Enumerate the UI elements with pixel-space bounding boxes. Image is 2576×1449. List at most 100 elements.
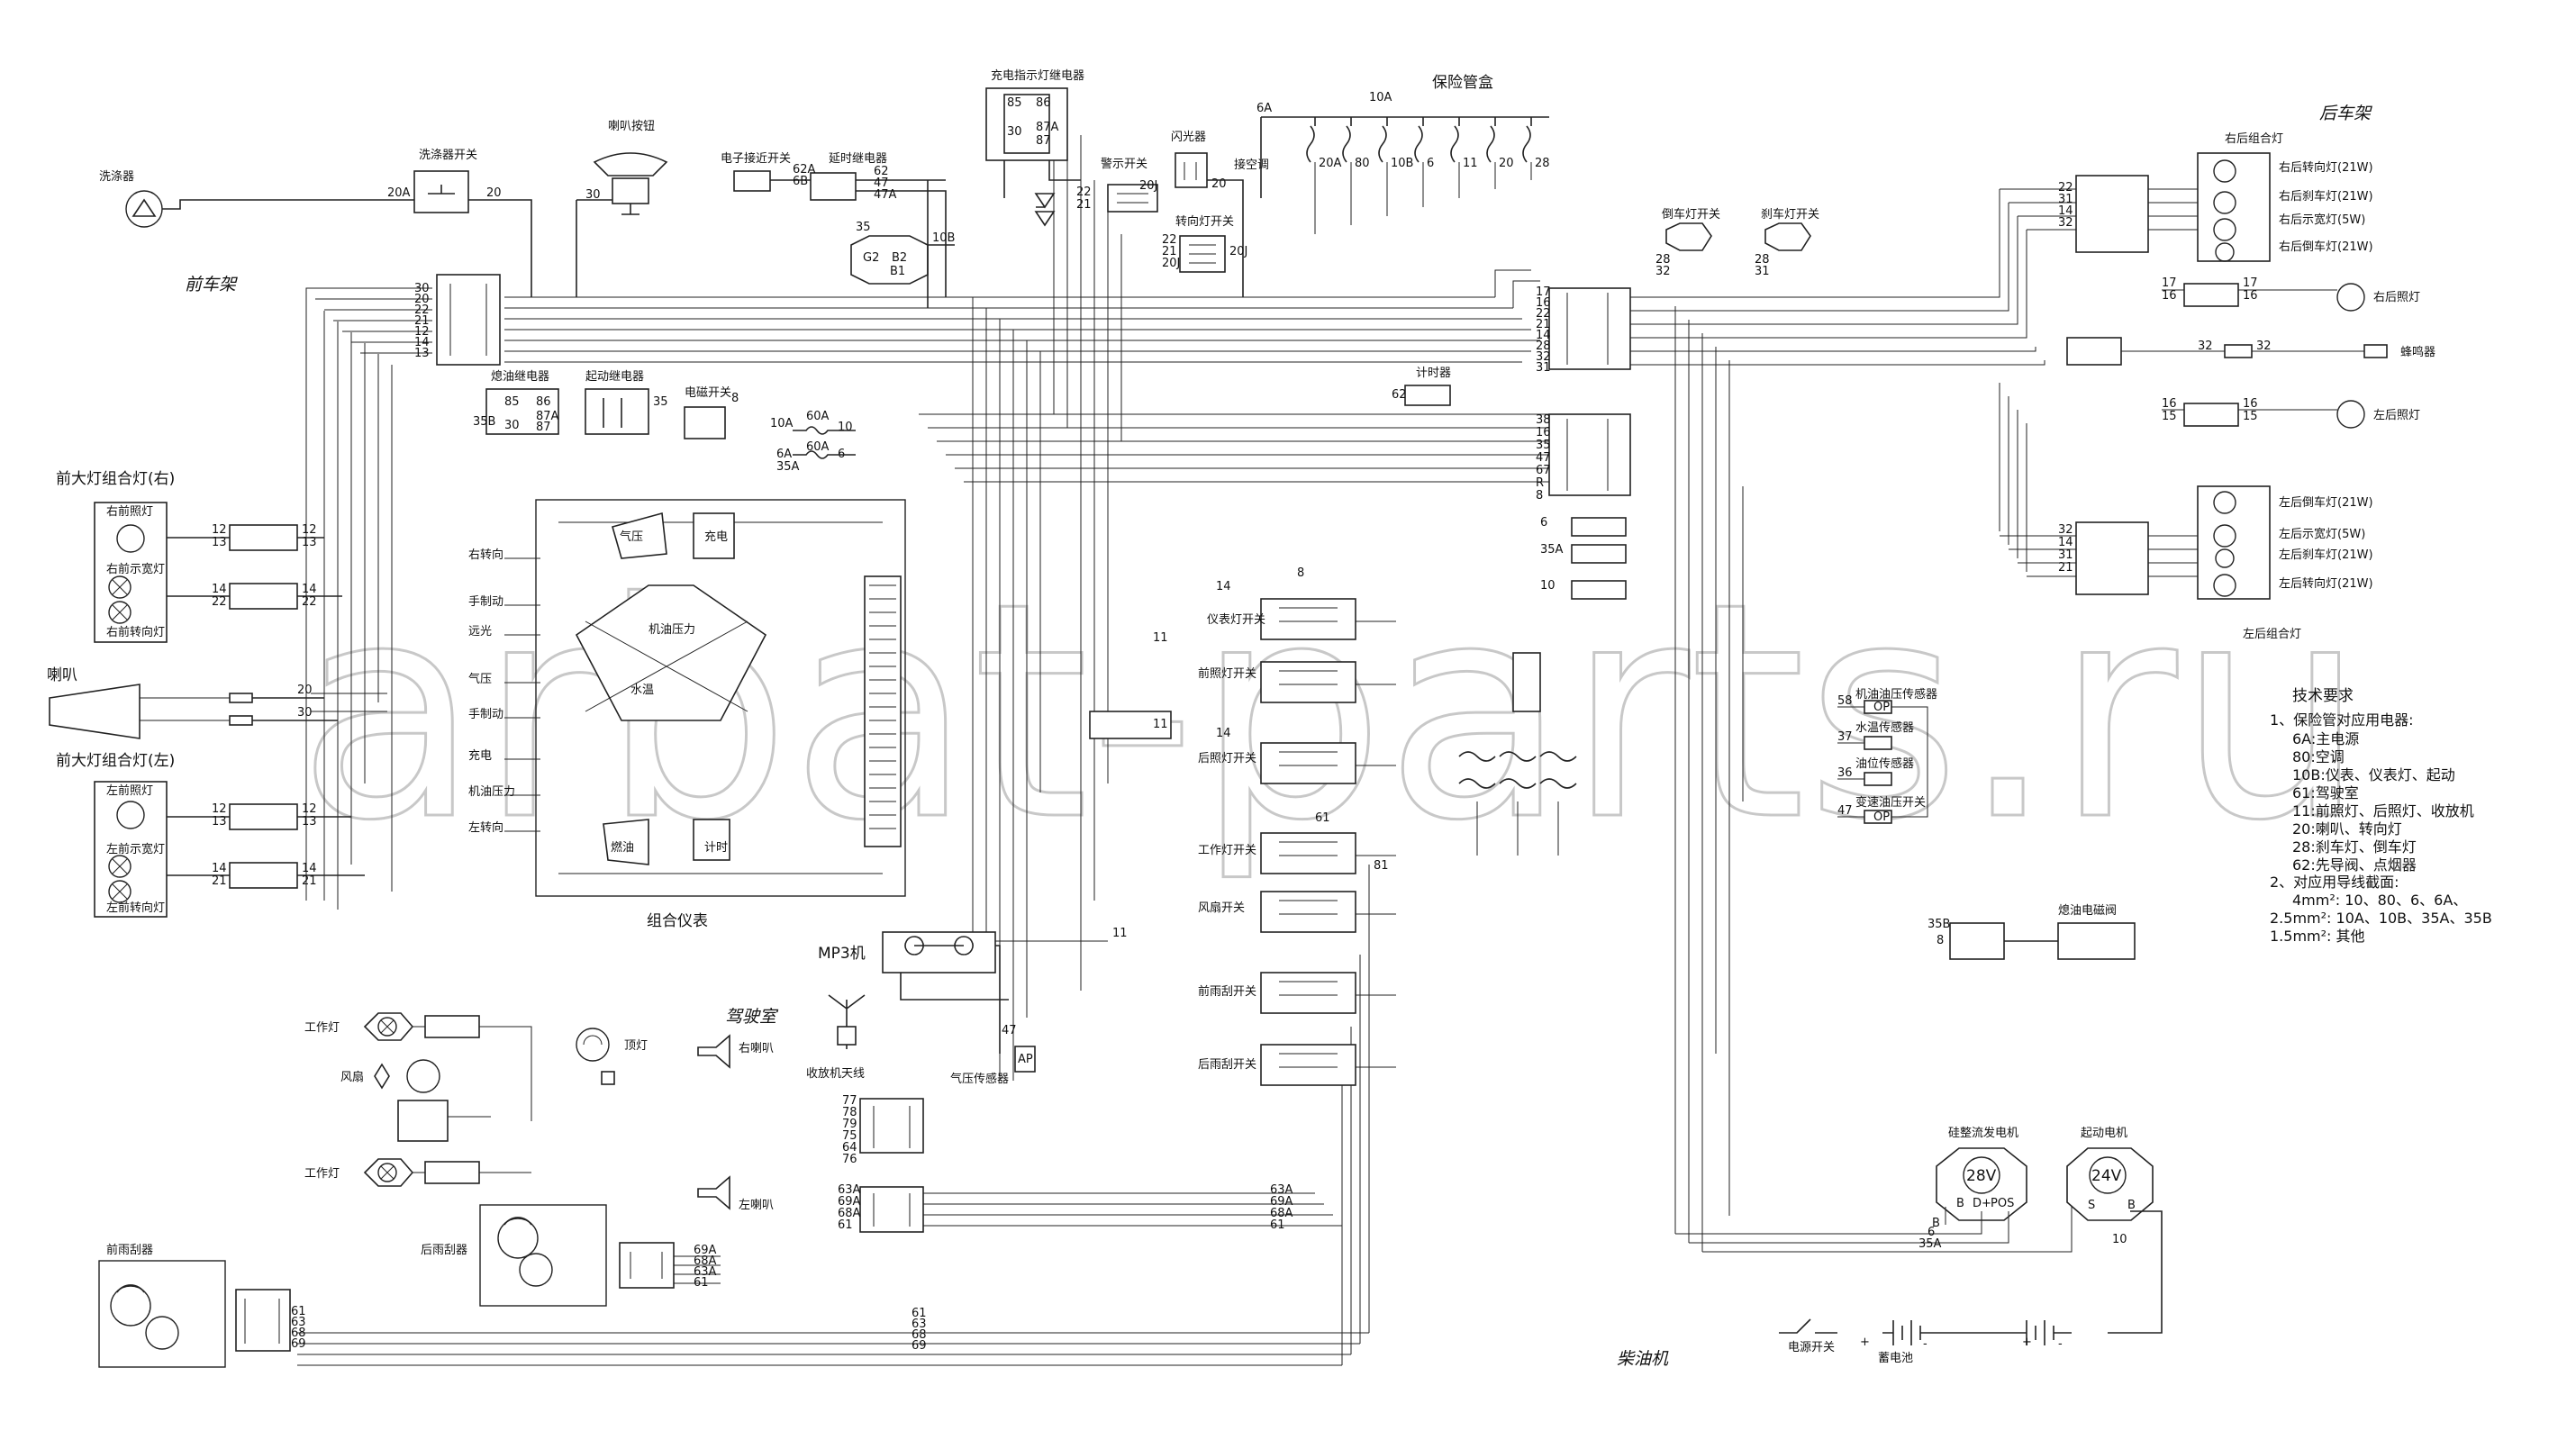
svg-text:30: 30 bbox=[504, 419, 520, 432]
svg-text:6: 6 bbox=[1540, 516, 1547, 530]
svg-text:69A: 69A bbox=[1270, 1195, 1293, 1209]
svg-text:14: 14 bbox=[2058, 536, 2073, 549]
lamp-icon bbox=[2336, 400, 2365, 429]
svg-text:13: 13 bbox=[414, 347, 430, 360]
front-light-switch[interactable] bbox=[1260, 661, 1356, 703]
svg-text:79: 79 bbox=[842, 1118, 857, 1131]
section-cab: 驾驶室 bbox=[725, 1007, 779, 1027]
svg-text:油位传感器: 油位传感器 bbox=[1855, 756, 1914, 771]
air-pressure-sensor: AP 气压传感器 47 bbox=[950, 1024, 1036, 1086]
svg-text:前雨刮器: 前雨刮器 bbox=[106, 1243, 153, 1257]
svg-text:14: 14 bbox=[302, 862, 317, 875]
solenoid-switch[interactable]: 电磁开关 8 bbox=[684, 386, 739, 439]
engine-wires bbox=[1693, 1207, 2009, 1244]
svg-text:充电: 充电 bbox=[468, 748, 492, 763]
dome-light[interactable]: 顶灯 bbox=[576, 1028, 648, 1085]
electronic-proximity-switch[interactable]: 电子接近开关 bbox=[721, 151, 811, 192]
washer-switch[interactable]: 洗涤器开关 20A 20 bbox=[387, 149, 532, 297]
svg-text:78: 78 bbox=[842, 1106, 857, 1119]
horn-button[interactable]: 喇叭按钮 30 bbox=[576, 120, 668, 297]
svg-text:22: 22 bbox=[414, 303, 430, 317]
svg-text:62: 62 bbox=[1392, 388, 1407, 402]
svg-text:35: 35 bbox=[1536, 439, 1551, 452]
svg-text:喇叭: 喇叭 bbox=[47, 666, 77, 684]
technical-notes: 技术要求 1、保险管对应用电器: 6A:主电源 80:空调 10B:仪表、仪表灯… bbox=[2270, 687, 2492, 945]
svg-text:8: 8 bbox=[1536, 489, 1543, 503]
front-wiper-motor: 前雨刮器 61 63 68 69 61 63 68 69 bbox=[98, 1243, 927, 1368]
svg-text:61: 61 bbox=[291, 1305, 306, 1318]
svg-text:68: 68 bbox=[912, 1328, 927, 1342]
mp3-player[interactable]: MP3机 11 bbox=[818, 927, 1128, 1054]
svg-text:10B: 10B bbox=[932, 231, 955, 245]
fan-switch[interactable] bbox=[1260, 891, 1356, 933]
rear-light-switch[interactable] bbox=[1260, 742, 1356, 784]
svg-text:15: 15 bbox=[2162, 410, 2177, 423]
svg-text:-: - bbox=[1923, 1337, 1927, 1351]
svg-text:右后刹车灯(21W): 右后刹车灯(21W) bbox=[2279, 189, 2373, 204]
lamp-icon bbox=[2213, 524, 2236, 548]
svg-text:35A: 35A bbox=[776, 460, 800, 474]
svg-text:17: 17 bbox=[2243, 276, 2258, 290]
svg-text:后雨刮器: 后雨刮器 bbox=[421, 1244, 467, 1257]
svg-text:OP: OP bbox=[1873, 701, 1890, 714]
meter-light-switch[interactable] bbox=[1260, 598, 1356, 640]
svg-text:12: 12 bbox=[212, 802, 227, 816]
svg-text:13: 13 bbox=[212, 536, 227, 549]
svg-text:35B: 35B bbox=[1927, 918, 1950, 931]
work-light-switch[interactable] bbox=[1260, 832, 1356, 874]
svg-text:28:刹车灯、倒车灯: 28:刹车灯、倒车灯 bbox=[2292, 838, 2417, 856]
svg-text:1、保险管对应用电器:: 1、保险管对应用电器: bbox=[2270, 711, 2414, 729]
lamp-icon bbox=[2215, 242, 2235, 262]
svg-text:47: 47 bbox=[1002, 1024, 1017, 1037]
svg-text:右后照灯: 右后照灯 bbox=[2373, 291, 2420, 304]
svg-text:1.5mm²: 其他: 1.5mm²: 其他 bbox=[2270, 928, 2365, 945]
rear-wiper-switch[interactable] bbox=[1260, 1044, 1356, 1086]
motor-icon bbox=[110, 1285, 151, 1327]
svg-text:右前转向灯: 右前转向灯 bbox=[106, 625, 165, 639]
svg-text:69: 69 bbox=[291, 1337, 306, 1351]
svg-text:10A: 10A bbox=[770, 417, 794, 430]
svg-text:28V: 28V bbox=[1966, 1167, 1997, 1185]
svg-text:倒车灯开关: 倒车灯开关 bbox=[1662, 207, 1720, 222]
svg-text:气压: 气压 bbox=[620, 530, 643, 544]
svg-text:左后照灯: 左后照灯 bbox=[2373, 409, 2420, 422]
dome-light-icon bbox=[576, 1028, 610, 1062]
svg-text:组合仪表: 组合仪表 bbox=[647, 912, 708, 930]
svg-text:气压传感器: 气压传感器 bbox=[950, 1072, 1009, 1086]
svg-text:61: 61 bbox=[838, 1218, 853, 1232]
svg-text:电磁开关: 电磁开关 bbox=[685, 386, 731, 400]
work-light-top: 工作灯 bbox=[304, 1012, 532, 1121]
main-power-switch[interactable]: 电源开关 bbox=[1779, 1318, 1837, 1354]
svg-text:右转向: 右转向 bbox=[468, 548, 503, 562]
svg-text:16: 16 bbox=[1536, 426, 1551, 439]
gauge-icon bbox=[693, 819, 730, 861]
svg-text:12: 12 bbox=[302, 523, 317, 537]
svg-text:B: B bbox=[1956, 1197, 1964, 1210]
svg-text:起动继电器: 起动继电器 bbox=[585, 370, 644, 384]
lamp-icon bbox=[2213, 191, 2236, 214]
svg-text:左前照灯: 左前照灯 bbox=[106, 783, 153, 798]
svg-text:蓄电池: 蓄电池 bbox=[1878, 1352, 1913, 1365]
svg-text:蜂鸣器: 蜂鸣器 bbox=[2400, 345, 2435, 359]
front-wiper-switch[interactable] bbox=[1260, 972, 1356, 1014]
svg-text:30: 30 bbox=[297, 706, 313, 720]
left-rear-combo-lamp: 左后倒车灯(21W) 左后示宽灯(5W) 左后刹车灯(21W) 左后转向灯(21… bbox=[2000, 485, 2373, 641]
svg-text:电源开关: 电源开关 bbox=[1788, 1341, 1835, 1354]
sensors: 机油油压传感器 OP 水温传感器 油位传感器 变速油压开关 OP 58 37 3… bbox=[1837, 687, 1937, 824]
motor-icon bbox=[145, 1316, 179, 1350]
svg-text:6: 6 bbox=[1927, 1226, 1935, 1239]
svg-text:后照灯开关: 后照灯开关 bbox=[1198, 752, 1256, 765]
svg-text:36: 36 bbox=[1837, 766, 1853, 780]
svg-text:前大灯组合灯(左): 前大灯组合灯(左) bbox=[56, 752, 175, 770]
svg-text:10: 10 bbox=[838, 421, 853, 434]
svg-text:58: 58 bbox=[1837, 694, 1853, 708]
svg-text:76: 76 bbox=[842, 1153, 857, 1166]
